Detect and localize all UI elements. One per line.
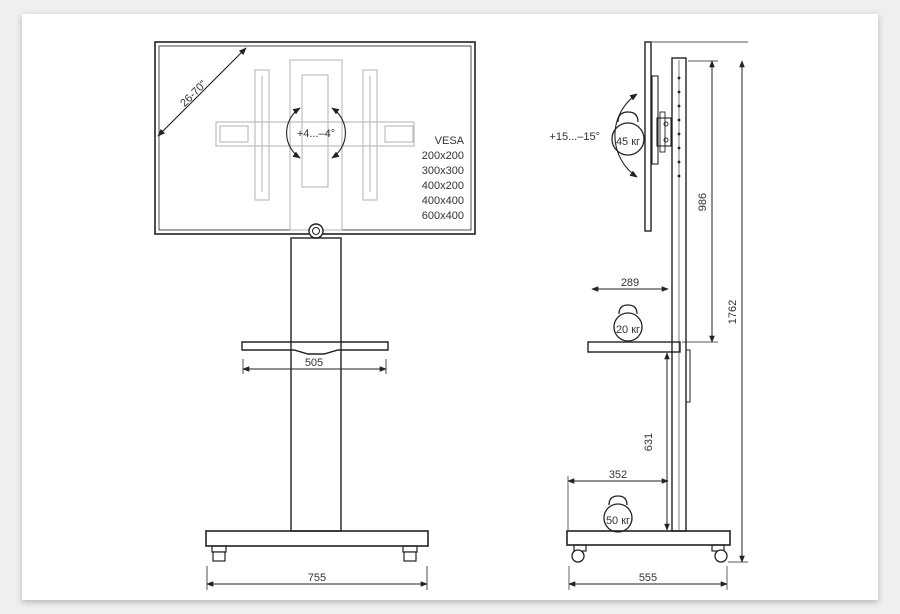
kettlebell-icon [613,304,643,342]
caster-front [571,549,585,563]
shelf-load-label: 20 кг [616,324,640,336]
caster-right [403,551,417,562]
total-height-label: 1762 [727,300,739,324]
mount-height-label: 986 [697,193,709,211]
side-tilt-label: +15...–15° [549,131,600,143]
vesa-size: 600x400 [422,210,464,222]
vesa-size: 300x300 [422,165,464,177]
screen-size-label: 26-70" [178,78,209,109]
base-front [205,530,429,547]
base-side [566,530,731,546]
shelf-front [241,341,389,355]
caster-left [212,551,226,562]
vesa-size: 400x200 [422,180,464,192]
side-view [566,41,748,590]
shelf-side [587,341,681,353]
shelf-depth-label: 289 [621,277,639,289]
caster-back [714,549,728,563]
vesa-title: VESA [435,135,465,147]
shelf-height-label: 631 [643,433,655,451]
vesa-size: 400x400 [422,195,464,207]
tv-side [644,41,652,232]
shelf-width-label: 505 [305,357,323,369]
kettlebell-icon [603,495,633,533]
kettlebell-icon [611,111,645,156]
front-tilt-label: +4...–4° [297,128,335,140]
vesa-bracket [215,59,415,231]
tv-load-label: 45 кг [616,136,640,148]
base-depth-top-label: 352 [609,469,627,481]
vesa-size: 200x200 [422,150,464,162]
base-load-label: 50 кг [606,515,630,527]
front-view [154,41,476,590]
column-front [290,237,342,532]
base-depth-label: 555 [639,572,657,584]
base-width-label: 755 [308,572,326,584]
